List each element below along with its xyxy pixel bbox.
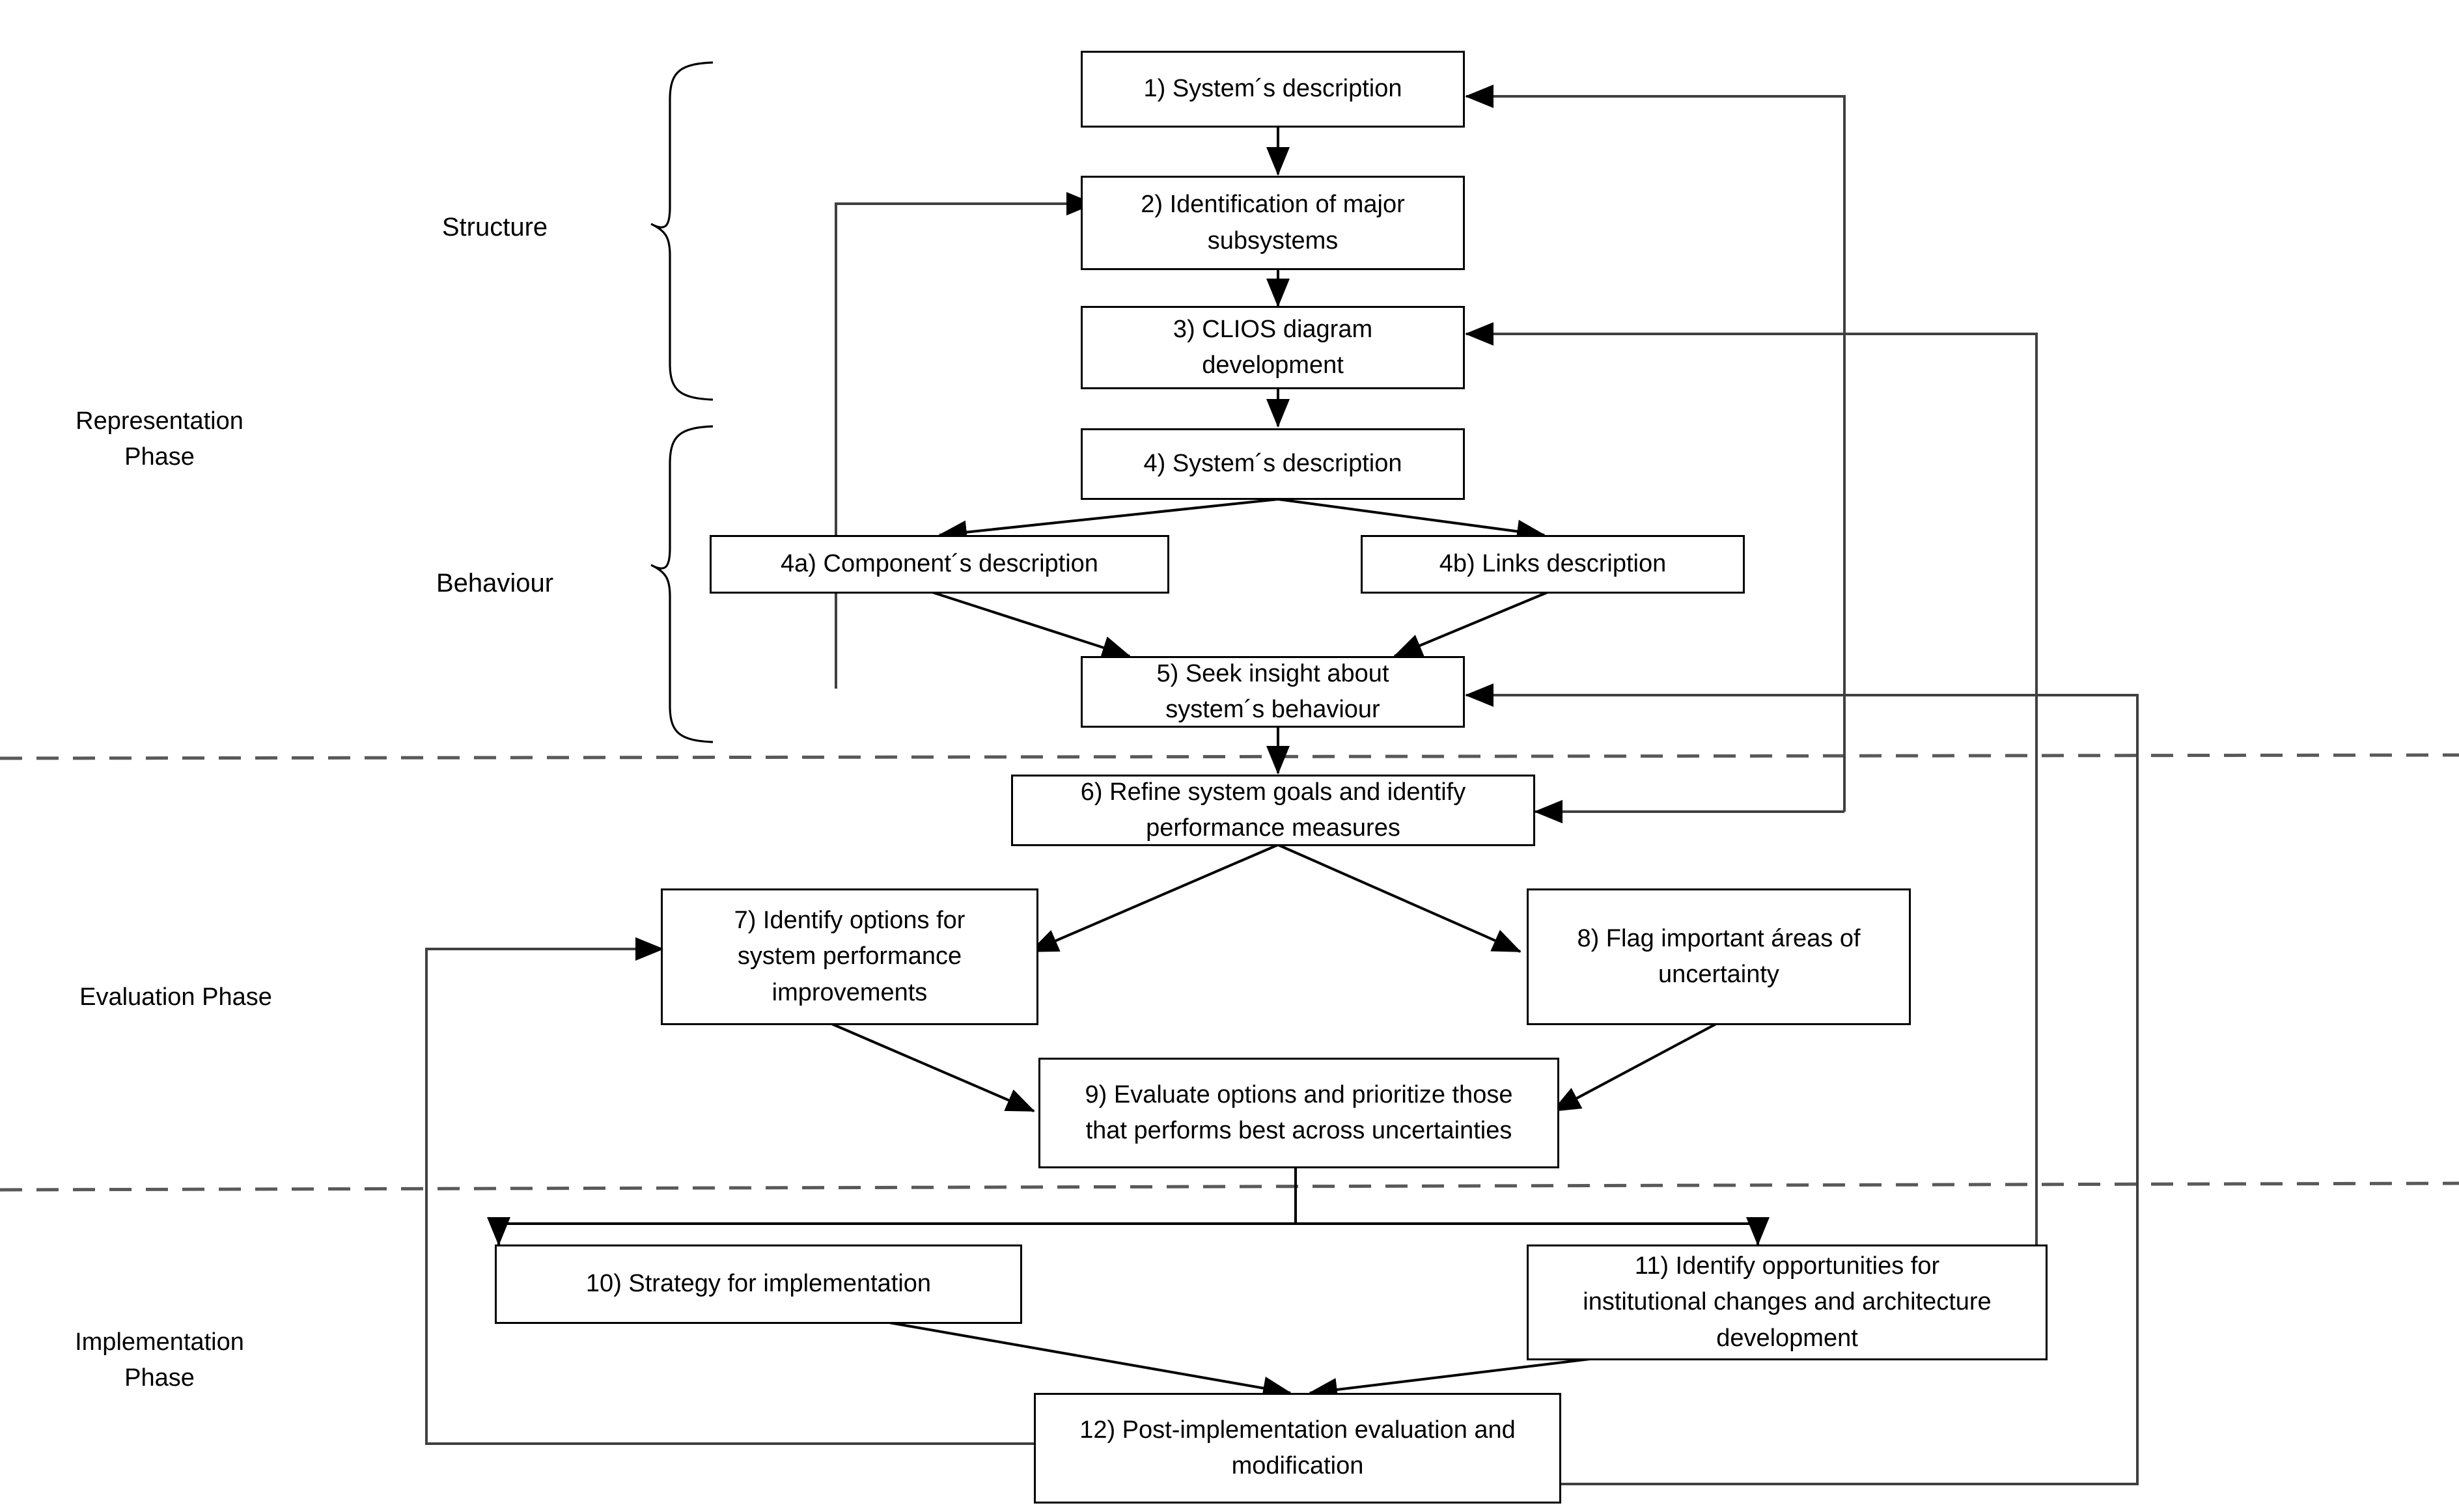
phase-divider-representation-evaluation (0, 753, 2459, 760)
feedback-n4a-n2 (835, 202, 1055, 689)
node-1-label: 1) System´s description (1143, 75, 1402, 103)
node-4a[interactable]: 4a) Component´s description (710, 535, 1169, 594)
edge-n4-n4b (1277, 498, 1546, 543)
node-9-label: 9) Evaluate options and prioritize those… (1085, 1080, 1513, 1144)
group-label-structure-text: Structure (441, 213, 548, 241)
phase-label-evaluation-text: Evaluation Phase (79, 983, 272, 1011)
node-5-label: 5) Seek insight about system´s behaviour (1156, 659, 1389, 723)
group-label-behaviour: Behaviour (391, 565, 599, 601)
node-2[interactable]: 2) Identification of major subsystems (1081, 176, 1465, 270)
node-6[interactable]: 6) Refine system goals and identify perf… (1011, 775, 1535, 846)
node-10-label: 10) Strategy for implementation (585, 1270, 932, 1298)
edge-n7-n9 (829, 1022, 1035, 1112)
edge-n4a-n5 (932, 591, 1131, 659)
node-5[interactable]: 5) Seek insight about system´s behaviour (1081, 656, 1465, 728)
node-4[interactable]: 4) System´s description (1081, 428, 1465, 500)
node-4b[interactable]: 4b) Links description (1361, 535, 1745, 594)
node-4b-label: 4b) Links description (1439, 550, 1667, 578)
node-12-label: 12) Post-implementation evaluation and m… (1079, 1416, 1516, 1479)
node-3[interactable]: 3) CLIOS diagram development (1081, 306, 1465, 389)
phase-label-evaluation: Evaluation Phase (36, 944, 316, 1015)
phase-label-representation-text: Representation Phase (76, 407, 243, 471)
phase-divider-evaluation-implementation (0, 1181, 2459, 1192)
node-3-label: 3) CLIOS diagram development (1173, 315, 1373, 379)
group-label-behaviour-text: Behaviour (436, 569, 554, 598)
feedback-n12-n7 (425, 948, 1073, 1445)
edge-n4-n4a (938, 498, 1279, 544)
node-11-label: 11) Identify opportunities for instituti… (1583, 1252, 1992, 1352)
feedback-n12-trunk (1504, 694, 2139, 1485)
phase-label-representation: Representation Phase (36, 368, 283, 475)
edge-n8-n9 (1551, 1022, 1718, 1112)
feedback-n12-n1 (1504, 95, 1846, 812)
node-4a-label: 4a) Component´s description (781, 550, 1098, 578)
node-4-label: 4) System´s description (1143, 450, 1402, 478)
edge-n4b-n5 (1393, 591, 1548, 657)
phase-label-implementation: Implementation Phase (36, 1289, 283, 1396)
node-2-label: 2) Identification of major subsystems (1141, 191, 1405, 254)
node-8[interactable]: 8) Flag important áreas of uncertainty (1527, 888, 1911, 1025)
node-6-label: 6) Refine system goals and identify perf… (1080, 778, 1466, 842)
edge-n9-split (499, 1167, 1758, 1225)
feedback-n11-n3 (1504, 333, 2038, 1313)
brace-structure (650, 61, 714, 401)
node-11[interactable]: 11) Identify opportunities for instituti… (1527, 1244, 2048, 1360)
edge-n6-n7 (1029, 844, 1279, 953)
node-8-label: 8) Flag important áreas of uncertainty (1577, 924, 1861, 988)
group-label-structure: Structure (391, 209, 599, 245)
node-12[interactable]: 12) Post-implementation evaluation and m… (1034, 1393, 1561, 1504)
node-7-label: 7) Identify options for system performan… (734, 907, 966, 1006)
node-10[interactable]: 10) Strategy for implementation (495, 1244, 1022, 1324)
node-7[interactable]: 7) Identify options for system performan… (661, 888, 1038, 1025)
brace-behaviour (650, 425, 714, 743)
phase-label-implementation-text: Implementation Phase (75, 1328, 244, 1392)
node-9[interactable]: 9) Evaluate options and prioritize those… (1038, 1058, 1559, 1168)
edge-n6-n8 (1277, 844, 1521, 953)
node-1[interactable]: 1) System´s description (1081, 51, 1465, 128)
